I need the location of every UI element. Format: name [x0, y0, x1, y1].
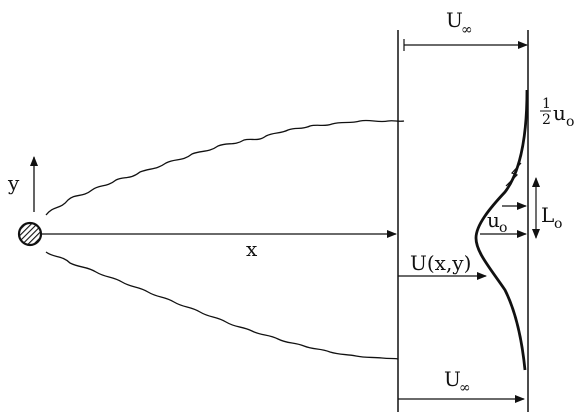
u-inf-bottom-subscript: ∞	[459, 380, 471, 396]
half-denominator: 2	[542, 112, 551, 128]
half-u0-leader	[505, 162, 522, 187]
u0-subscript: o	[499, 220, 507, 236]
uxy-label: U(x,y)	[410, 251, 471, 275]
l0-subscript: o	[554, 216, 562, 232]
half-numerator: 1	[542, 96, 551, 112]
x-axis-label: x	[246, 237, 258, 261]
half-u0-subscript: o	[566, 114, 574, 130]
y-axis-label: y	[7, 171, 20, 195]
u-inf-bottom-label: U	[444, 367, 461, 391]
u-inf-top-subscript: ∞	[461, 22, 473, 38]
l0-label: L	[541, 203, 554, 227]
velocity-profile-curve	[474, 89, 529, 371]
wake-lower-edge	[45, 251, 399, 360]
wake-upper-edge	[45, 119, 405, 216]
cylinder-body	[17, 221, 43, 247]
half-u0-label: u	[553, 101, 566, 125]
u0-label: u	[487, 208, 500, 232]
u-inf-top-label: U	[446, 8, 463, 32]
